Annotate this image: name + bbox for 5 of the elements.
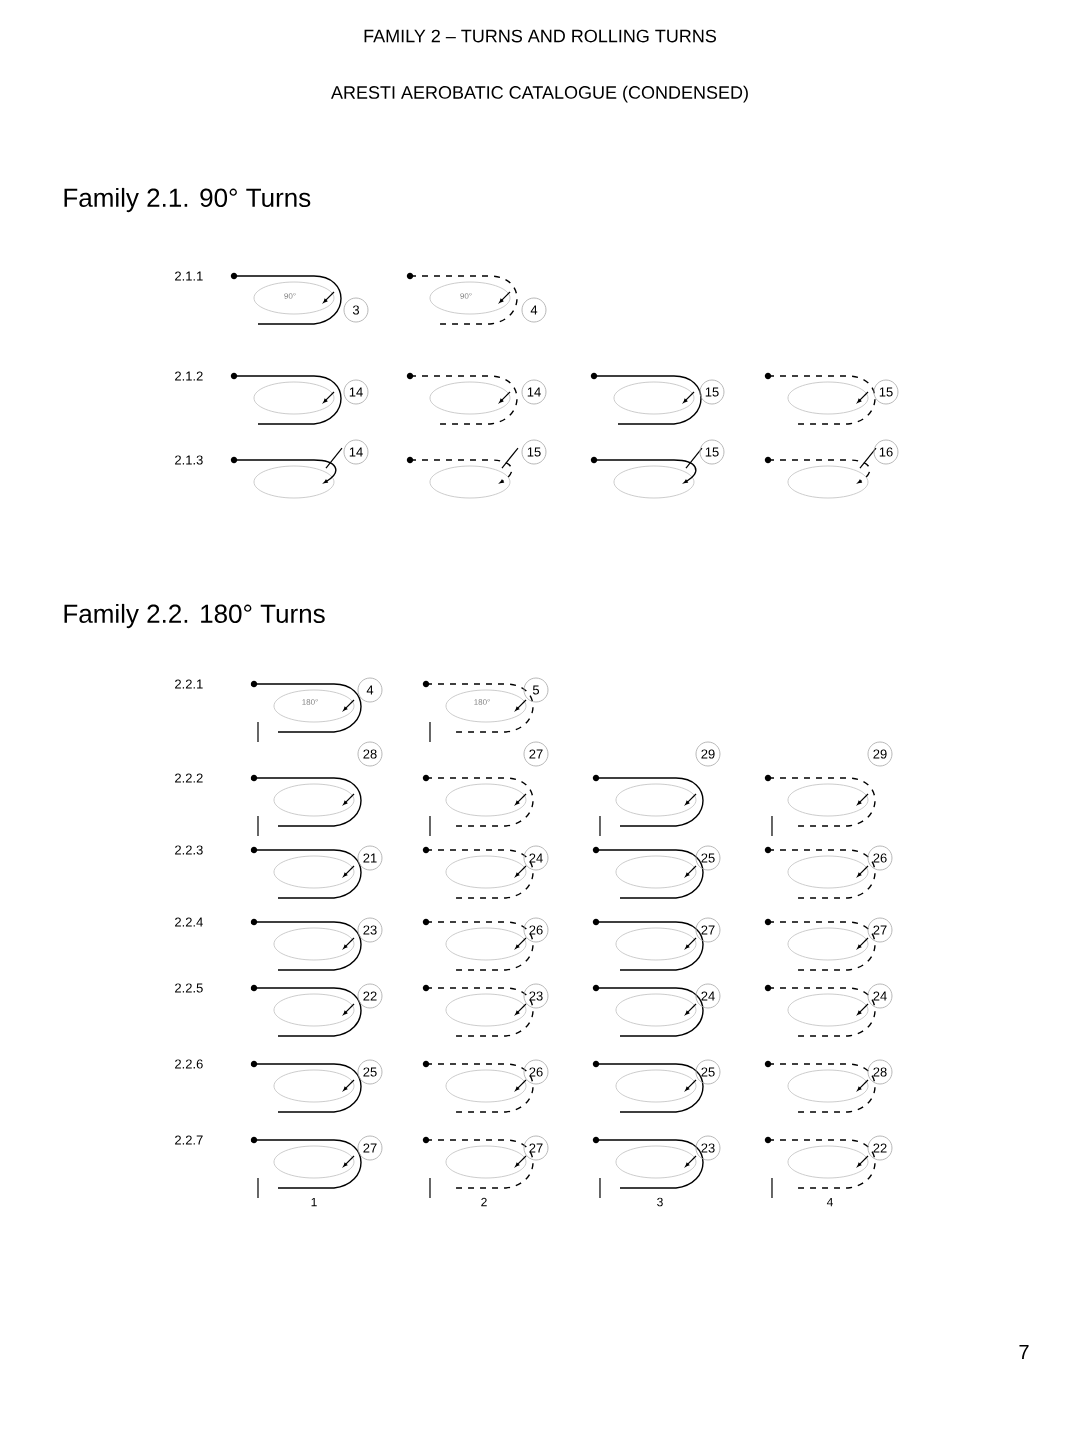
page-number: 7 (1019, 1345, 1029, 1359)
subtitle: ARESTI AEROBATIC CATALOGUE (CONDENSED) (331, 85, 748, 103)
section-heading: Family 2.1. 90° Turns (64, 187, 311, 213)
title: FAMILY 2 – TURNS AND ROLLING TURNS (364, 29, 716, 43)
section-heading: Family 2.2. 180° Turns (64, 603, 325, 629)
